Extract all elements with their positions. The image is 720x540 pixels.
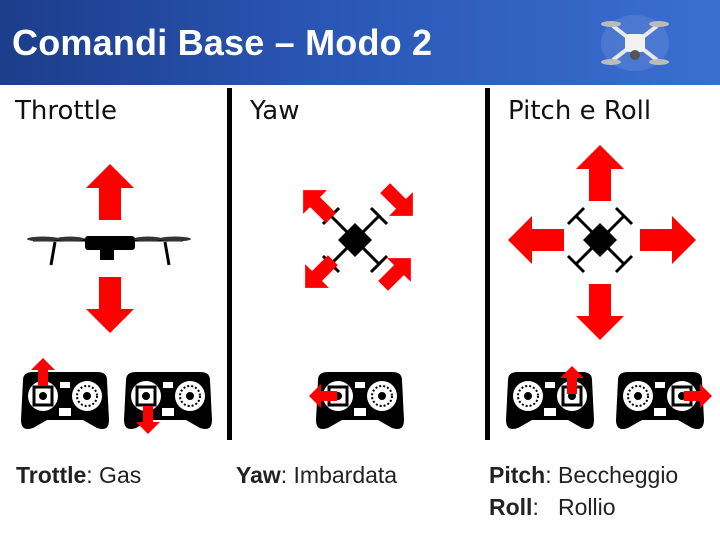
controller-left-active-icon: [21, 372, 109, 429]
controller-pitch-icon: [506, 372, 594, 429]
controller-left-down-icon: [124, 372, 212, 429]
arrow-down-icon: [86, 277, 134, 333]
yaw-diagram: [291, 176, 425, 429]
panel-title-throttle: Throttle: [15, 96, 117, 126]
throttle-diagram: [21, 164, 212, 434]
caption-pitch: Pitch: Beccheggio: [489, 462, 679, 488]
caption-desc: Imbardata: [287, 462, 398, 488]
caption-desc: Rollio: [538, 494, 616, 520]
quadcopter-icon: [566, 206, 634, 274]
caption-yaw: Yaw: Imbardata: [236, 462, 398, 488]
caption-throttle: Trottle: Gas: [16, 462, 142, 488]
title-bar: Comandi Base – Modo 2: [0, 0, 720, 85]
panel-title-pitch-roll: Pitch e Roll: [508, 96, 652, 126]
roll-left-arrow-icon: [508, 216, 564, 264]
pitch-roll-diagram: [506, 145, 712, 429]
caption-term: Trottle: [16, 462, 87, 488]
caption-roll: Roll: Rollio: [489, 494, 616, 520]
slide-title: Comandi Base – Modo 2: [12, 22, 433, 63]
roll-right-arrow-icon: [640, 216, 696, 264]
divider-right: [485, 88, 490, 440]
caption-term: Pitch: [489, 462, 546, 488]
yaw-arrow-br-icon: [371, 246, 423, 298]
caption-desc: Gas: [92, 462, 142, 488]
caption-term: Yaw: [236, 462, 281, 488]
caption-term: Roll: [489, 494, 533, 520]
arrow-up-icon: [86, 164, 134, 220]
drone-icon: [601, 15, 669, 71]
panel-title-yaw: Yaw: [250, 96, 300, 126]
pitch-down-arrow-icon: [576, 284, 624, 340]
caption-desc: Beccheggio: [551, 462, 679, 488]
drone-side-icon: [27, 236, 191, 266]
pitch-up-arrow-icon: [576, 145, 624, 201]
divider-left: [227, 88, 232, 440]
